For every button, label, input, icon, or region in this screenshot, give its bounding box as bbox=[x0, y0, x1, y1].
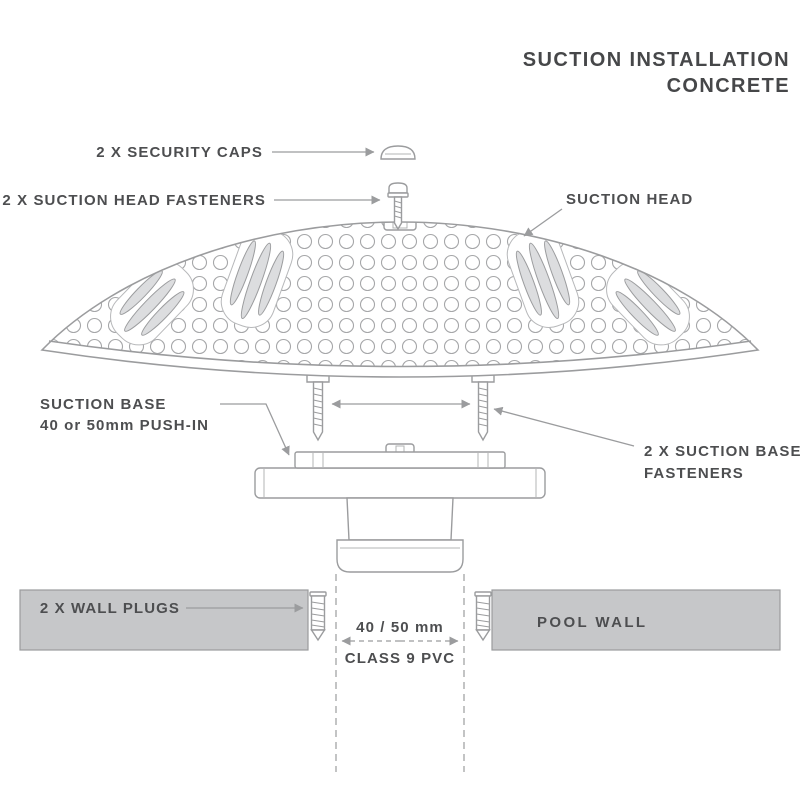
base-fastener-screw-right bbox=[471, 370, 495, 441]
label-pipe-size: 40 / 50 mm bbox=[356, 619, 444, 636]
label-wall-plugs: 2 X WALL PLUGS bbox=[40, 600, 180, 617]
pool-wall-right bbox=[491, 589, 781, 651]
head-fastener-screw bbox=[387, 182, 409, 231]
label-head-fasteners: 2 X SUCTION HEAD FASTENERS bbox=[2, 192, 266, 209]
pool-wall bbox=[19, 589, 781, 651]
leader-suction-head bbox=[523, 208, 563, 237]
leader-suction-base bbox=[220, 403, 290, 456]
label-suction-base-line2: 40 or 50mm PUSH-IN bbox=[40, 417, 209, 434]
leader-base-fastener-label bbox=[493, 406, 635, 447]
label-suction-head: SUCTION HEAD bbox=[566, 191, 693, 208]
label-security-caps: 2 X SECURITY CAPS bbox=[96, 144, 263, 161]
base-pipe-stub bbox=[346, 497, 454, 541]
base-flange bbox=[254, 467, 546, 499]
leader-lines bbox=[186, 147, 635, 646]
page-title-line1: SUCTION INSTALLATION bbox=[523, 49, 790, 71]
base-fastener-screw-left bbox=[306, 370, 330, 441]
label-suction-base-line1: SUCTION BASE bbox=[40, 396, 167, 413]
label-pipe-class: CLASS 9 PVC bbox=[345, 650, 455, 667]
label-pool-wall: POOL WALL bbox=[537, 614, 648, 631]
base-collar bbox=[336, 539, 464, 573]
dome-rim-line bbox=[48, 340, 752, 368]
dome-rib-left-inner bbox=[220, 228, 294, 328]
title-block: SUCTION INSTALLATION CONCRETE bbox=[523, 49, 790, 97]
dome-rib-left-outer bbox=[110, 260, 194, 346]
security-cap bbox=[380, 145, 416, 160]
dome-surface-detail bbox=[42, 222, 758, 377]
pvc-pipe-dashed-outline bbox=[335, 574, 465, 772]
page-title-line2: CONCRETE bbox=[667, 75, 790, 97]
dome-rib-right-outer bbox=[606, 260, 690, 346]
wall-plug-left bbox=[309, 591, 327, 641]
label-base-fasteners-line1: 2 X SUCTION BASE bbox=[644, 443, 800, 460]
dome-rib-right-inner bbox=[506, 228, 580, 328]
suction-base bbox=[254, 443, 546, 573]
label-base-fasteners-line2: FASTENERS bbox=[644, 465, 744, 482]
pool-wall-left bbox=[19, 589, 309, 651]
wall-plug-right bbox=[474, 591, 492, 641]
base-top-plate bbox=[294, 451, 506, 469]
suction-head-dome bbox=[40, 221, 760, 378]
dome-rim-band bbox=[42, 341, 758, 377]
labels: 2 X SECURITY CAPS 2 X SUCTION HEAD FASTE… bbox=[2, 144, 800, 667]
